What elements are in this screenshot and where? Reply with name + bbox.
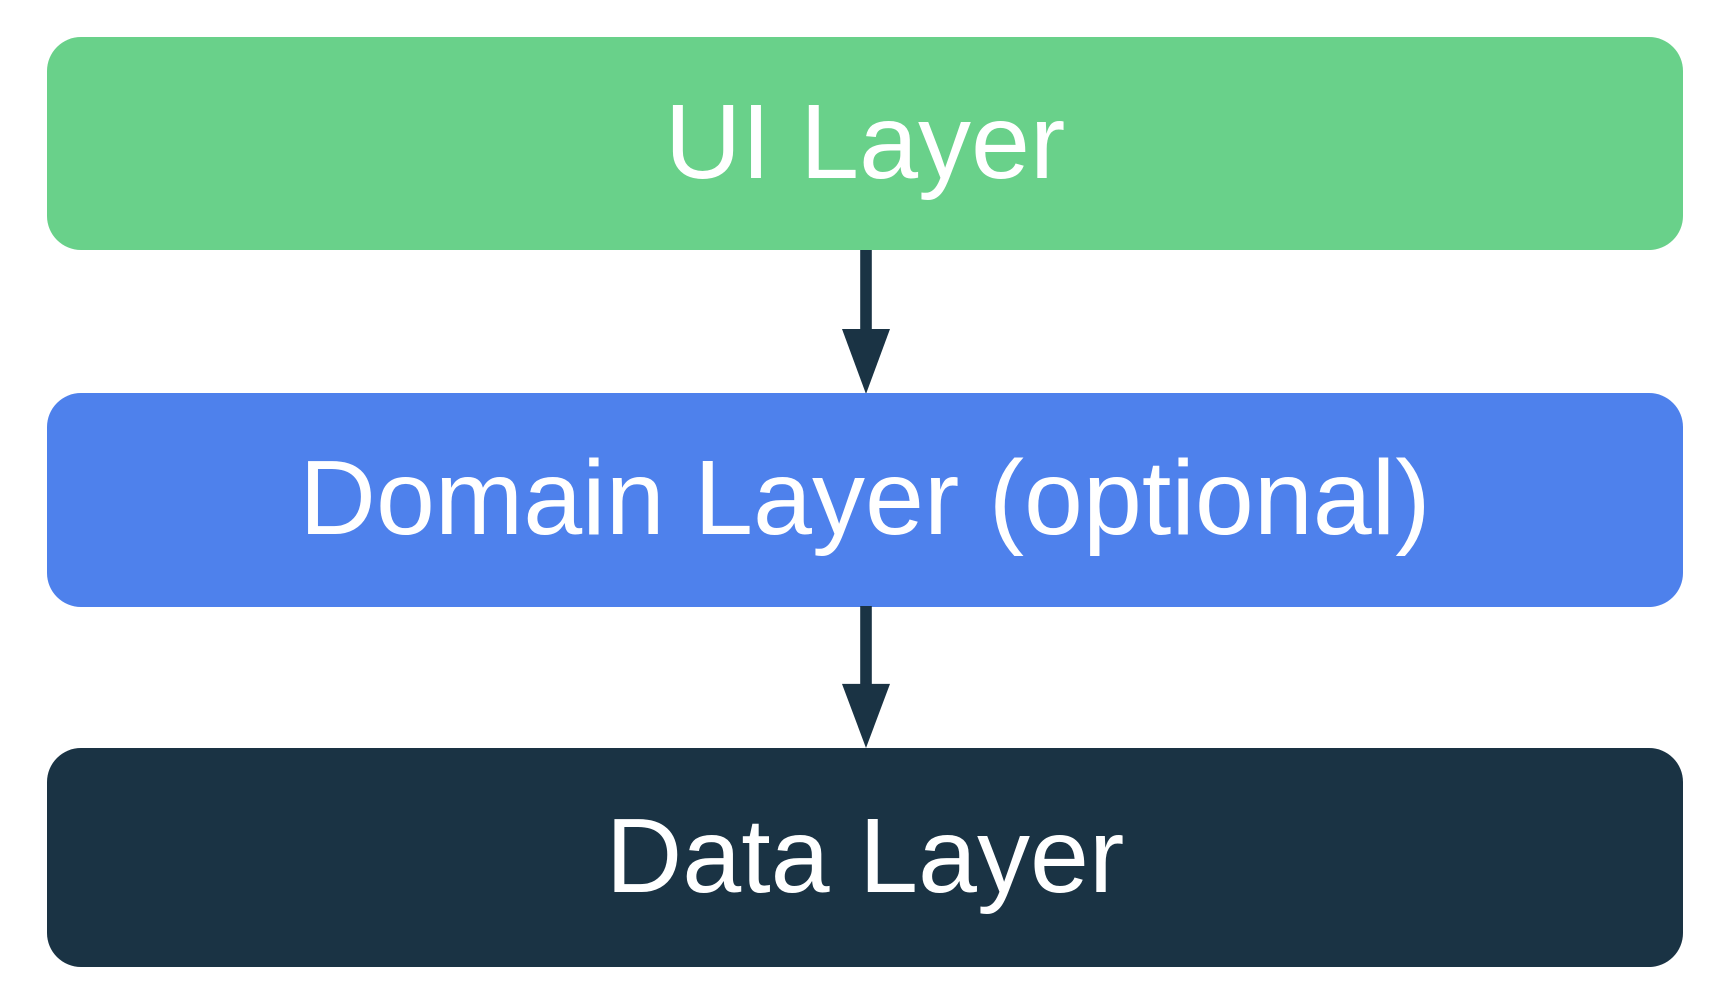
domain-layer-label: Domain Layer (optional): [299, 439, 1431, 557]
down-arrow-shape: [842, 606, 890, 748]
down-arrow-icon: [842, 606, 890, 748]
down-arrow-icon: [842, 250, 890, 394]
down-arrow-shape: [842, 250, 890, 394]
ui-layer-label: UI Layer: [664, 82, 1066, 201]
domain-layer-box: Domain Layer (optional): [47, 393, 1683, 607]
data-layer-label: Data Layer: [605, 796, 1125, 915]
data-layer-box: Data Layer: [47, 748, 1683, 967]
ui-layer-box: UI Layer: [47, 37, 1683, 250]
